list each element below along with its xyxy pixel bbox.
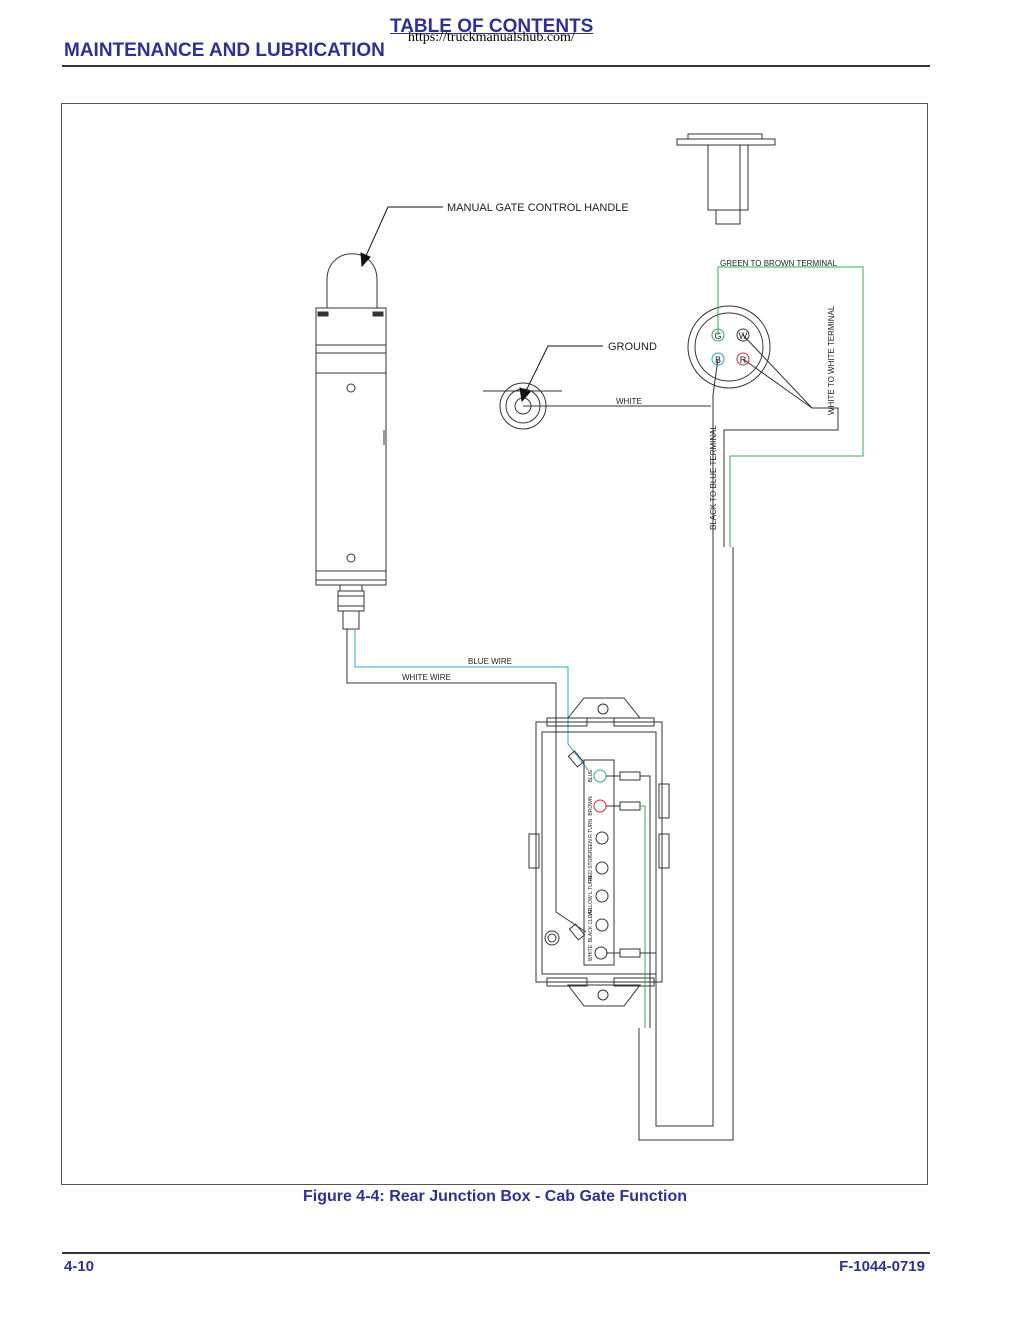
- terminal-yellow: YELLOW L.TURN: [588, 875, 609, 916]
- handle-leader: [360, 206, 443, 268]
- page-number: 4-10: [64, 1258, 95, 1275]
- header-divider: [62, 65, 930, 67]
- document-number: F-1044-0719: [839, 1258, 925, 1275]
- footer-divider: [62, 1252, 930, 1254]
- section-title: MAINTENANCE AND LUBRICATION: [64, 40, 385, 61]
- terminal-blue: BLUE: [588, 769, 607, 783]
- svg-text:W: W: [739, 331, 748, 341]
- green-wire: [717, 266, 864, 547]
- terminal-black: BLACK CLEAR: [588, 907, 609, 942]
- terminal-red: RED STOP: [588, 855, 609, 881]
- svg-text:BLACK CLEAR: BLACK CLEAR: [588, 907, 594, 942]
- svg-text:R: R: [740, 355, 747, 365]
- label-white: WHITE: [616, 397, 642, 406]
- white-wire: [346, 629, 587, 933]
- svg-text:BLUE: BLUE: [588, 769, 594, 783]
- svg-text:BROWN: BROWN: [588, 796, 594, 816]
- table-of-contents-link[interactable]: TABLE OF CONTENTS: [390, 16, 594, 37]
- label-white-wire: WHITE WIRE: [402, 673, 451, 682]
- label-black-to-blue: BLACK TO BLUE TERMINAL: [709, 425, 718, 530]
- label-white-to-white: WHITE TO WHITE TERMINAL: [827, 305, 836, 415]
- junction-box: [528, 697, 670, 1007]
- round-connector: [687, 305, 771, 389]
- manual-gate-control-handle: [315, 253, 387, 630]
- figure-frame: [61, 103, 928, 1185]
- terminal-brown: BROWN: [588, 796, 607, 816]
- label-ground: GROUND: [608, 341, 657, 353]
- svg-text:G: G: [714, 331, 721, 341]
- terminal-white: WHITE: [588, 944, 608, 961]
- right-terminal-leads: [606, 771, 657, 1028]
- plug-connector-side-view: [676, 133, 776, 225]
- blue-wire: [354, 629, 589, 771]
- label-blue-wire: BLUE WIRE: [468, 657, 512, 666]
- terminal-green: GREEN R.TURN: [588, 819, 609, 857]
- svg-text:GREEN R.TURN: GREEN R.TURN: [588, 819, 594, 857]
- white-to-white-wire: [723, 334, 839, 547]
- ground-leader: [519, 345, 603, 403]
- black-to-blue-wire: [712, 358, 719, 547]
- svg-text:WHITE: WHITE: [588, 944, 594, 961]
- ring-terminal-left: [567, 750, 586, 941]
- label-green-to-brown: GREEN TO BROWN TERMINAL: [720, 259, 837, 268]
- cable-jacket: [638, 547, 734, 1141]
- figure-caption: Figure 4-4: Rear Junction Box - Cab Gate…: [302, 1188, 688, 1205]
- svg-text:YELLOW L.TURN: YELLOW L.TURN: [588, 875, 594, 916]
- label-manual-gate-control-handle: MANUAL GATE CONTROL HANDLE: [447, 202, 629, 214]
- source-url: https://truckmanualshub.com/: [408, 30, 575, 45]
- svg-text:RED STOP: RED STOP: [588, 855, 594, 881]
